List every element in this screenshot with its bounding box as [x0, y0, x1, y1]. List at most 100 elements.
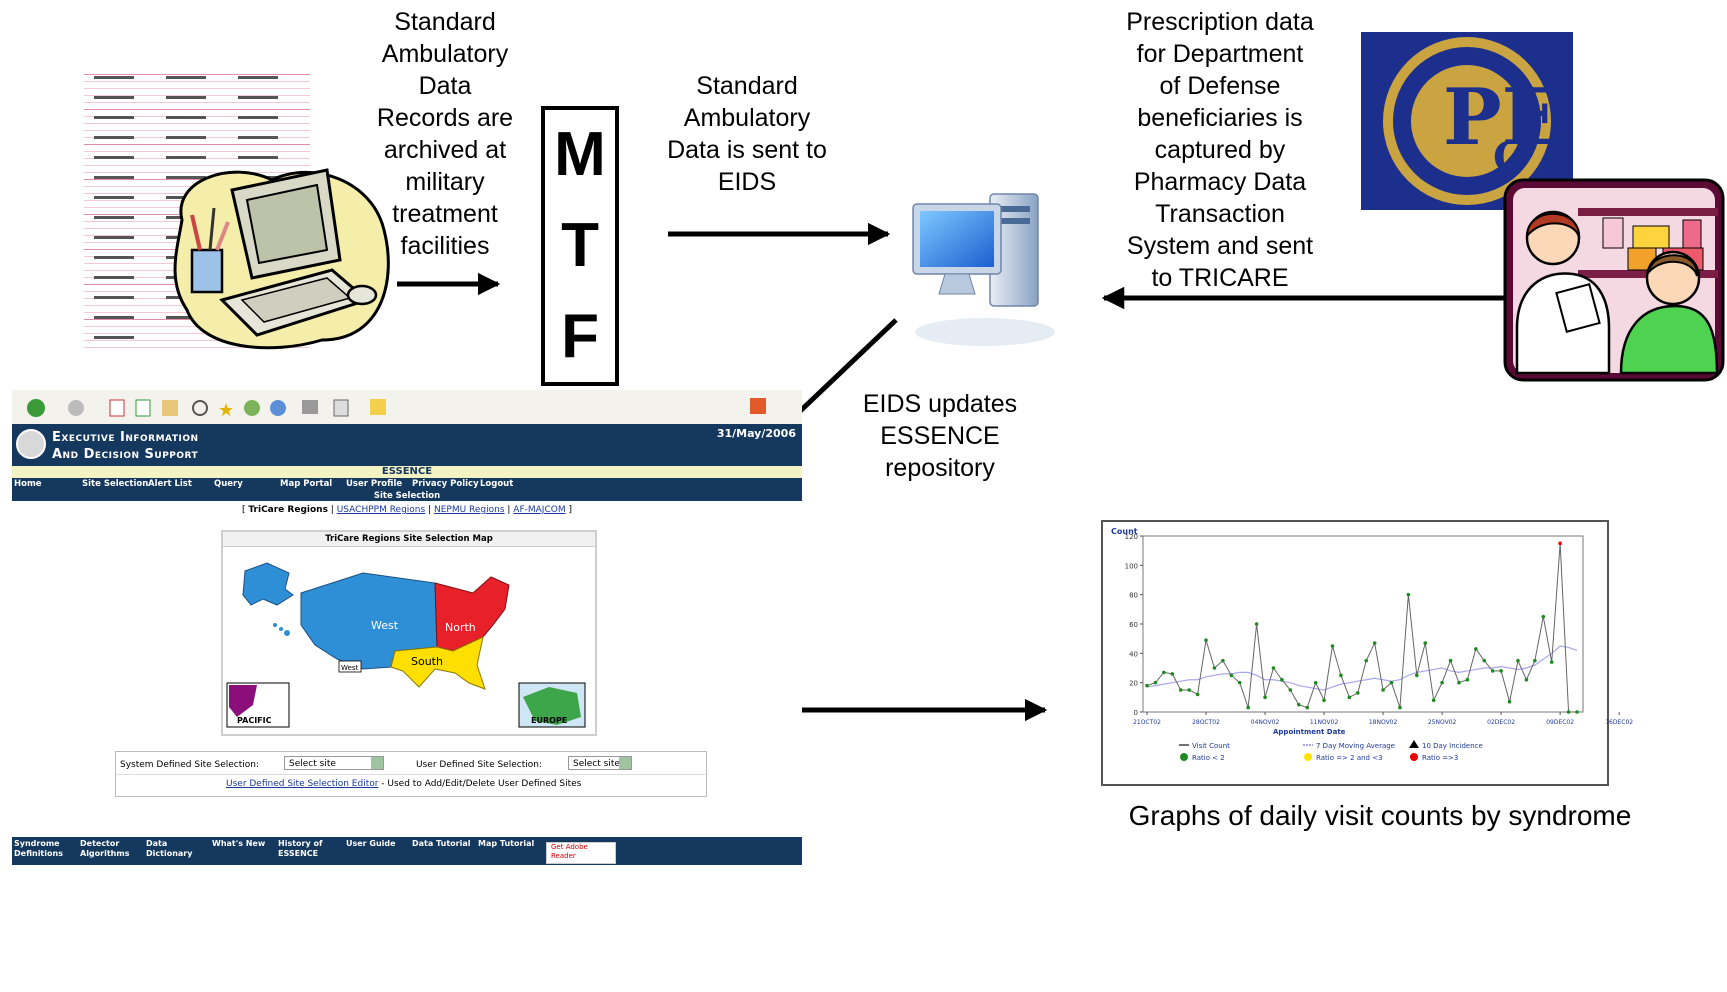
data-point [1187, 688, 1191, 692]
data-point [1558, 541, 1562, 546]
region-links: [ TriCare Regions | USACHPPM Regions | N… [242, 505, 572, 515]
data-point [1457, 680, 1461, 685]
nav-site-selection[interactable]: Site Selection [82, 479, 149, 489]
legend-marker [1304, 753, 1312, 761]
get-adobe-reader-button[interactable]: Get Adobe Reader [546, 842, 616, 864]
series-moving-average [1146, 645, 1578, 691]
region-north [434, 576, 510, 652]
main-nav: Home Site Selection Alert List Query Map… [12, 478, 802, 491]
x-tick-label: 11NOV02 [1310, 719, 1339, 726]
footer-whats-new[interactable]: What's New [212, 839, 266, 848]
data-point [1541, 614, 1546, 619]
map-label-west: West [371, 619, 399, 632]
user-site-select[interactable]: Select site [568, 756, 632, 770]
pharmacy-clipart-icon [1503, 178, 1725, 382]
legend-label: Ratio => 2 and <3 [1316, 754, 1383, 762]
data-point [1398, 705, 1402, 710]
data-point [1288, 688, 1293, 692]
data-point [1178, 688, 1183, 692]
forward-icon [68, 400, 84, 416]
legend-label: Visit Count [1192, 742, 1230, 750]
data-point [1271, 666, 1276, 670]
data-point [1423, 641, 1428, 645]
stop-icon [109, 399, 125, 417]
footer-detector-algorithms[interactable]: Detector Algorithms [80, 839, 130, 858]
x-tick-label: 04NOV02 [1251, 719, 1280, 726]
region-usachppm[interactable]: USACHPPM Regions [336, 505, 426, 515]
svg-text:C: C [1493, 133, 1526, 182]
footer-syndrome-definitions[interactable]: Syndrome Definitions [14, 839, 63, 858]
footer-user-guide[interactable]: User Guide [346, 839, 396, 848]
site-banner: Executive Information And Decision Suppo… [12, 424, 802, 466]
data-point [1212, 666, 1217, 670]
data-point [1406, 592, 1411, 597]
legend-label: 10 Day Incidence [1422, 742, 1483, 750]
data-point [1381, 688, 1385, 692]
y-tick-label: 40 [1129, 650, 1138, 658]
nav-home[interactable]: Home [14, 479, 42, 489]
nav-privacy-policy[interactable]: Privacy Policy [412, 479, 479, 489]
nav-logout[interactable]: Logout [480, 479, 514, 489]
data-point [1296, 702, 1301, 707]
refresh-icon [135, 399, 151, 417]
footer-data-dictionary[interactable]: Data Dictionary [146, 839, 193, 858]
plot-area [1142, 535, 1584, 713]
legend-marker [1409, 740, 1419, 748]
caption-sent-to-eids: Standard Ambulatory Data is sent to EIDS [667, 72, 827, 196]
legend-label: 7 Day Moving Average [1316, 742, 1395, 750]
site-selection-bar: Site Selection [12, 491, 802, 501]
footer-data-tutorial[interactable]: Data Tutorial [412, 839, 471, 848]
nav-map-portal[interactable]: Map Portal [280, 479, 333, 489]
mtf-box: M T F [541, 106, 619, 386]
nav-query[interactable]: Query [214, 479, 243, 489]
system-site-select[interactable]: Select site [284, 756, 384, 770]
footer-history[interactable]: History of ESSENCE [278, 839, 323, 858]
user-site-label: User Defined Site Selection: [416, 760, 542, 770]
map-label-west-box: West [341, 664, 358, 672]
essence-website-screenshot: ★ Executive Information And Decision Sup… [12, 390, 802, 990]
chart-title: Count [1111, 527, 1138, 536]
data-point [1204, 638, 1208, 642]
x-tick-label: 16DEC02 [1605, 719, 1633, 726]
data-point [1507, 699, 1512, 704]
x-tick-label: 09DEC02 [1546, 719, 1574, 726]
pec-seal-icon: PE C [1361, 32, 1573, 210]
map-title: TriCare Regions Site Selection Map [223, 532, 595, 547]
caption-archived: Standard Ambulatory Data Records are arc… [376, 8, 514, 260]
data-point [1431, 698, 1436, 703]
browser-toolbar: ★ [12, 390, 802, 424]
data-point [1162, 670, 1166, 675]
essence-label: ESSENCE [12, 466, 802, 478]
svg-text:PE: PE [1443, 72, 1561, 163]
legend-marker [1180, 753, 1188, 761]
data-point [1448, 658, 1453, 663]
banner-date: 31/May/2006 [716, 427, 796, 440]
computer-clipart-icon [173, 168, 390, 350]
caption-prescription: Prescription data for Department of Defe… [1126, 8, 1314, 292]
map-label-south: South [411, 655, 443, 668]
data-point [1347, 695, 1352, 700]
nav-alert-list[interactable]: Alert List [148, 479, 192, 489]
data-point [1499, 669, 1503, 673]
data-point [1339, 673, 1343, 678]
y-tick-label: 0 [1134, 709, 1138, 717]
mtf-letter-m: M [554, 120, 606, 190]
region-nepmu[interactable]: NEPMU Regions [433, 505, 505, 515]
legend-marker [1410, 753, 1418, 761]
x-tick-label: 21OCT02 [1133, 719, 1161, 726]
data-point [1372, 641, 1377, 645]
favorites-icon: ★ [218, 400, 234, 421]
data-point [1490, 669, 1495, 673]
site-editor-link[interactable]: User Defined Site Selection Editor [226, 779, 379, 789]
y-tick-label: 20 [1129, 680, 1138, 688]
home-icon [162, 400, 178, 416]
map-label-europe: EUROPE [531, 716, 567, 725]
data-point [1465, 677, 1470, 682]
y-tick-label: 120 [1125, 533, 1138, 541]
region-af-majcom[interactable]: AF-MAJCOM [513, 505, 566, 515]
data-point [1549, 660, 1554, 664]
mtf-letter-f: F [561, 301, 599, 371]
nav-user-profile[interactable]: User Profile [346, 479, 403, 489]
tricare-regions-map[interactable]: West North South West PACIFIC EUROPE [223, 547, 595, 733]
footer-map-tutorial[interactable]: Map Tutorial [478, 839, 535, 848]
